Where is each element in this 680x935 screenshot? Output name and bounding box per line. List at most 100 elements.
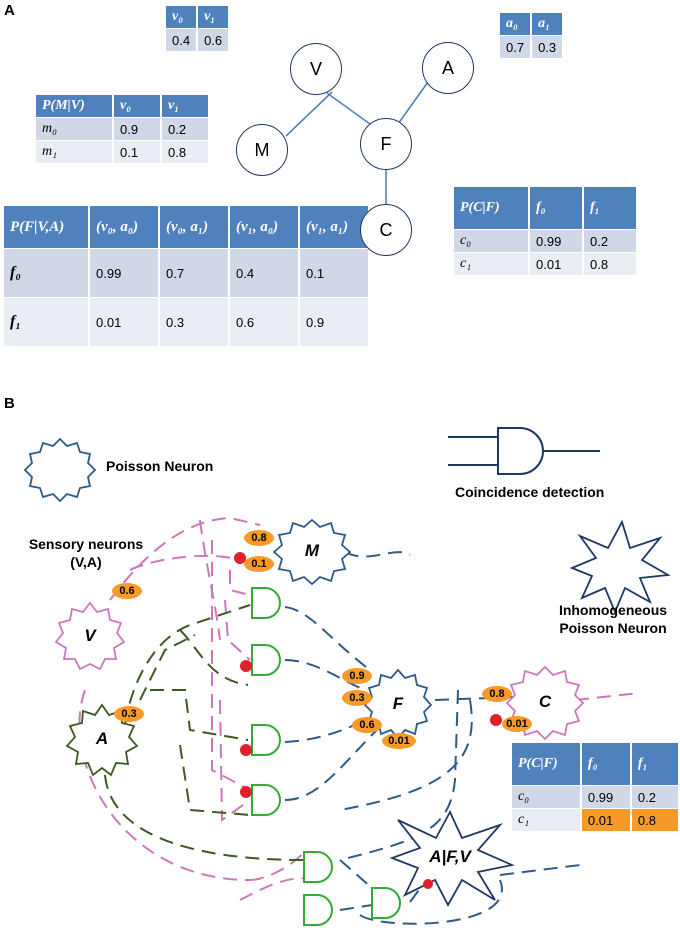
spike-dot	[240, 744, 252, 756]
table-cell: 0.01	[90, 298, 158, 346]
and-gates	[251, 587, 401, 926]
neuron-v-label: V	[84, 626, 96, 645]
table-cell: 0.99	[530, 230, 582, 252]
and-gate	[251, 587, 281, 619]
table-header: P(M|V)	[36, 95, 112, 117]
legend-inhomogeneous-label: Inhomogeneous Poisson Neuron	[548, 601, 678, 637]
and-gate	[371, 887, 401, 919]
wire-v-up	[78, 689, 251, 881]
node-f: F	[360, 118, 412, 170]
table-cell: 0.4	[166, 29, 197, 51]
poisson-neurons	[23, 437, 585, 777]
neuron-m-label: M	[304, 541, 320, 560]
table-cell: 0.6	[198, 29, 229, 51]
spike-dot	[490, 714, 502, 726]
weight-badge-c-top: 0.8	[482, 686, 512, 702]
table-header: v₀	[166, 6, 197, 28]
sensory-line2: (V,A)	[70, 554, 102, 570]
table-cell: 0.7	[160, 249, 228, 297]
legend-inhomogeneous-line2: Poisson Neuron	[559, 620, 667, 636]
table-cell: 0.4	[230, 249, 298, 297]
bayes-net-edges	[285, 81, 429, 204]
and-gate	[251, 784, 281, 816]
table-header: (v₁, a₁)	[300, 206, 368, 248]
spike-dot	[234, 552, 246, 564]
table-cell-highlighted: 0.01	[581, 809, 630, 831]
neuron-a-star	[65, 703, 139, 777]
neuron-m-star	[272, 518, 352, 586]
weight-badge-f1: 0.9	[342, 668, 372, 684]
row-label: c₁	[512, 809, 580, 831]
legend-coincidence-label: Coincidence detection	[455, 484, 605, 500]
legend-inhomogeneous-neuron-icon	[569, 519, 671, 615]
table-cell: 0.99	[581, 786, 630, 808]
table-header: (v₁, a₀)	[230, 206, 298, 248]
inhomogeneous-neurons	[389, 519, 671, 907]
table-cell: 0.3	[532, 36, 563, 58]
table-cell: 0.2	[584, 230, 636, 252]
table-cell: 0.99	[90, 249, 158, 297]
row-label: m₁	[36, 141, 112, 163]
weight-badge-f2: 0.3	[342, 690, 372, 706]
table-cell: 0.3	[160, 298, 228, 346]
edge-m-f	[285, 91, 333, 137]
table-cell: 0.9	[114, 118, 160, 140]
row-label: c₀	[454, 230, 528, 252]
table-header: v₀	[114, 95, 160, 117]
weight-badge-f3: 0.6	[352, 717, 382, 733]
table-f-given-va: P(F|V,A) (v₀, a₀) (v₀, a₁) (v₁, a₀) (v₁,…	[2, 205, 370, 347]
table-cell-highlighted: 0.8	[631, 809, 678, 831]
table-header: f₀	[581, 743, 630, 785]
table-cell: 0.9	[300, 298, 368, 346]
weight-badge-m-top: 0.8	[244, 530, 274, 546]
weight-badge-v: 0.6	[112, 583, 142, 599]
neuron-a-label: A	[95, 729, 109, 748]
legend-poisson-neuron-icon	[23, 437, 97, 503]
table-cell: 0.2	[162, 118, 208, 140]
weight-badge-a: 0.3	[114, 706, 144, 722]
and-gate	[303, 894, 333, 926]
neuron-afv-spiky	[389, 809, 515, 907]
panel-b-label: B	[4, 395, 15, 412]
table-cell: 0.01	[530, 253, 582, 275]
weight-badge-f4: 0.01	[382, 733, 416, 749]
weight-badge-c-bottom: 0.01	[502, 716, 532, 732]
node-a: A	[422, 42, 474, 94]
legend-poisson-label: Poisson Neuron	[106, 458, 214, 474]
panel-a-label: A	[4, 2, 15, 19]
edge-a-f	[397, 81, 429, 125]
row-label: f₀	[4, 249, 88, 297]
weight-badge-m-bottom: 0.1	[244, 556, 274, 572]
table-cell: 0.7	[500, 36, 531, 58]
row-label: c₀	[512, 786, 580, 808]
table-header: v₁	[198, 6, 229, 28]
table-header: f₀	[530, 187, 582, 229]
table-header: f₁	[584, 187, 636, 229]
table-cell: 0.2	[631, 786, 678, 808]
node-c: C	[360, 204, 412, 256]
table-header: v₁	[162, 95, 208, 117]
pink-wires	[78, 516, 641, 901]
and-gate	[303, 851, 333, 883]
node-m: M	[236, 124, 288, 176]
edge-v-f	[326, 92, 371, 125]
table-cell: 0.6	[230, 298, 298, 346]
legend-and-gate-icon	[448, 427, 600, 475]
row-label: m₀	[36, 118, 112, 140]
spike-dot	[240, 786, 252, 798]
spike-dot	[423, 879, 433, 889]
neuron-c-label: C	[538, 692, 552, 711]
table-cell: 0.8	[162, 141, 208, 163]
table-header: (v₀, a₀)	[90, 206, 158, 248]
and-gate	[251, 644, 281, 676]
node-v: V	[290, 43, 342, 95]
table-header: (v₀, a₁)	[160, 206, 228, 248]
row-label: c₁	[454, 253, 528, 275]
row-label: f₁	[4, 298, 88, 346]
table-header: P(F|V,A)	[4, 206, 88, 248]
